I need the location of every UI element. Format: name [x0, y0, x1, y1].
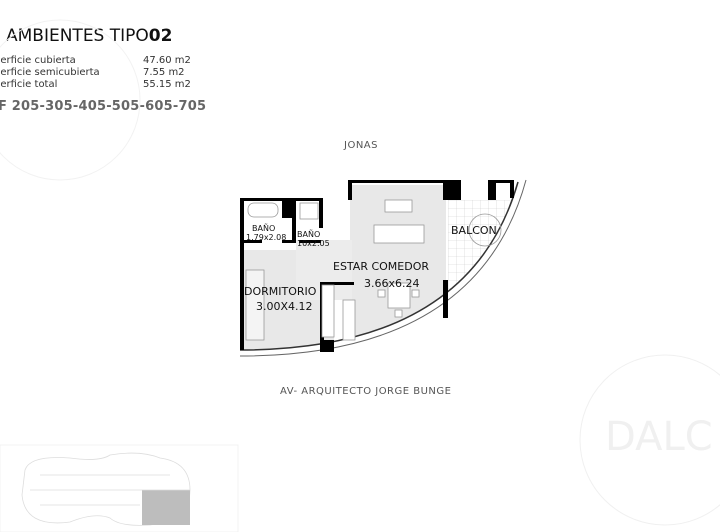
room-label: BAÑO	[252, 223, 275, 233]
area-label: perficie semicubierta	[0, 67, 100, 78]
key-plan-highlight	[142, 490, 190, 525]
watermark-circle	[579, 354, 720, 526]
room-size: 1.79x2.08	[246, 233, 286, 242]
title-prefix: AMBIENTES TIPO	[6, 26, 149, 46]
area-label: perficie cubierta	[0, 55, 76, 66]
title-number: 02	[148, 26, 173, 46]
plan-title: AMBIENTES TIPO02	[6, 26, 172, 46]
area-value: 7.55 m2	[143, 67, 185, 78]
key-plan	[0, 444, 239, 532]
room-size: 3.00X4.12	[256, 300, 313, 313]
room-size: 10x2.05	[297, 239, 330, 248]
watermark-logo: DALC	[605, 414, 713, 460]
unit-numbers: F 205-305-405-505-605-705	[0, 99, 207, 114]
watermark-circle	[0, 19, 141, 181]
room-size: 3.66x6.24	[364, 277, 420, 290]
street-bottom: AV- ARQUITECTO JORGE BUNGE	[280, 386, 452, 397]
area-value: 55.15 m2	[143, 79, 191, 90]
facade-curve	[239, 179, 527, 357]
area-label: perficie total	[0, 79, 58, 90]
room-label: BALCON	[451, 224, 497, 237]
room-label: BAÑO	[297, 229, 320, 239]
room-label: ESTAR COMEDOR	[333, 260, 429, 273]
room-balcon	[448, 200, 520, 350]
area-value: 47.60 m2	[143, 55, 191, 66]
furniture	[245, 199, 502, 341]
street-top: JONAS	[344, 140, 378, 151]
room-label: DORMITORIO	[244, 285, 317, 298]
